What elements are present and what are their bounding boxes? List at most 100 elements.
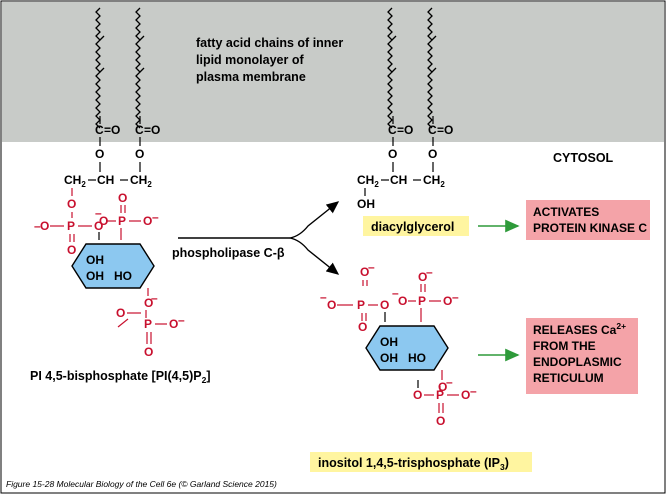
svg-text:O: O	[398, 294, 407, 308]
svg-text:O: O	[428, 147, 437, 161]
svg-text:O: O	[144, 345, 153, 359]
ester-o-right: O	[135, 147, 144, 161]
svg-text:–: –	[178, 313, 185, 327]
svg-text:P: P	[118, 214, 126, 228]
svg-text:O: O	[443, 294, 452, 308]
dag-oh: OH	[357, 197, 375, 211]
svg-text:O: O	[436, 414, 445, 428]
svg-text:O: O	[143, 214, 152, 228]
dag-molecule: C =O C =O O O CH2 CH CH2 OH	[357, 116, 453, 211]
pip2-phosphate-1: – O P O O	[34, 219, 103, 257]
membrane-label-1: fatty acid chains of inner	[196, 36, 343, 50]
cytosol-label: CYTOSOL	[553, 151, 614, 165]
svg-text:P: P	[436, 388, 444, 402]
svg-text:C: C	[388, 123, 397, 137]
releases-line-3: ENDOPLASMIC	[533, 355, 622, 369]
svg-text:O: O	[461, 388, 470, 402]
svg-text:O: O	[118, 191, 127, 205]
membrane-label-3: plasma membrane	[196, 70, 306, 84]
activates-line-2: PROTEIN KINASE C	[533, 221, 647, 235]
svg-text:–: –	[446, 375, 453, 389]
ip3-label: inositol 1,4,5-trisphosphate (IP3)	[318, 456, 509, 472]
chain-dag-left	[387, 7, 393, 129]
svg-text:O: O	[99, 214, 108, 228]
glycerol-ch: CH	[97, 173, 114, 187]
svg-text:=O: =O	[437, 123, 453, 137]
svg-text:–: –	[151, 291, 158, 305]
svg-text:–: –	[392, 286, 399, 300]
membrane-label-2: lipid monolayer of	[196, 53, 304, 67]
svg-text:O: O	[94, 219, 103, 233]
releases-line-4: RETICULUM	[533, 371, 604, 385]
svg-text:O: O	[40, 219, 49, 233]
reaction-arrows	[178, 201, 340, 275]
svg-text:–: –	[470, 384, 477, 398]
svg-text:HO: HO	[114, 269, 132, 283]
chain-pip2-left	[95, 7, 101, 129]
dag-highlight	[363, 216, 469, 236]
svg-text:–: –	[152, 210, 159, 224]
svg-text:CH: CH	[390, 173, 407, 187]
svg-text:O: O	[169, 317, 178, 331]
activates-box	[526, 200, 650, 240]
svg-text:O: O	[144, 296, 153, 310]
glycerol-ch2-1: CH2	[64, 173, 86, 189]
glycerol-ch2-3: CH2	[130, 173, 152, 189]
svg-text:O: O	[67, 243, 76, 257]
carbonyl-c-left: C	[95, 123, 104, 137]
svg-text:O: O	[388, 147, 397, 161]
svg-text:C: C	[428, 123, 437, 137]
chain-dag-right	[427, 7, 433, 129]
svg-text:CH2: CH2	[357, 173, 379, 189]
svg-text:OH: OH	[380, 335, 398, 349]
svg-text:P: P	[144, 317, 152, 331]
svg-text:O: O	[358, 320, 367, 334]
svg-text:–: –	[95, 206, 102, 220]
carbonyl-c-right: C	[135, 123, 144, 137]
svg-text:OH: OH	[380, 351, 398, 365]
fatty-acid-chains	[95, 7, 437, 129]
svg-text:O: O	[67, 197, 76, 211]
ip3-molecule: O – – O P O O O – – O P O – OH OH HO O –	[320, 260, 477, 428]
svg-text:–: –	[368, 260, 375, 274]
pip2-inositol-ring	[71, 243, 155, 289]
activates-line-1: ACTIVATES	[533, 205, 599, 219]
chain-pip2-right	[135, 7, 141, 129]
svg-text:–: –	[320, 290, 327, 304]
pip2-label: PI 4,5-bisphosphate [PI(4,5)P2]	[30, 369, 210, 385]
releases-line-1: RELEASES Ca2+	[533, 321, 626, 337]
svg-text:O: O	[413, 388, 422, 402]
svg-text:P: P	[357, 298, 365, 312]
carbonyl-o-left: =O	[104, 123, 120, 137]
svg-text:OH: OH	[86, 269, 104, 283]
pip2-phosphate-2: O P O – – O	[95, 191, 159, 240]
enzyme-label: phospholipase C-β	[172, 246, 285, 260]
dag-label: diacylglycerol	[371, 220, 454, 234]
svg-text:O: O	[116, 306, 125, 320]
ester-o-left: O	[95, 147, 104, 161]
svg-text:OH: OH	[86, 253, 104, 267]
releases-box	[526, 318, 638, 394]
svg-text:O: O	[438, 380, 447, 394]
ip3-inositol-ring	[365, 325, 449, 371]
svg-text:CH2: CH2	[423, 173, 445, 189]
releases-line-2: FROM THE	[533, 339, 596, 353]
pip2-molecule: C =O C =O O O CH2 CH CH2 O – O P O O	[34, 116, 185, 359]
carbonyl-o-right: =O	[144, 123, 160, 137]
svg-text:O: O	[380, 298, 389, 312]
svg-text:–: –	[426, 265, 433, 279]
svg-text:–: –	[452, 290, 459, 304]
svg-text:O: O	[327, 298, 336, 312]
svg-text:HO: HO	[408, 351, 426, 365]
svg-text:–: –	[34, 219, 41, 233]
svg-text:O: O	[360, 265, 369, 279]
figure-caption: Figure 15-28 Molecular Biology of the Ce…	[6, 479, 277, 489]
svg-text:=O: =O	[397, 123, 413, 137]
svg-text:P: P	[418, 294, 426, 308]
svg-text:O: O	[418, 270, 427, 284]
pip2-phosphate-3: O – O P O – O	[116, 288, 185, 359]
membrane-band	[2, 2, 664, 142]
svg-text:P: P	[67, 219, 75, 233]
